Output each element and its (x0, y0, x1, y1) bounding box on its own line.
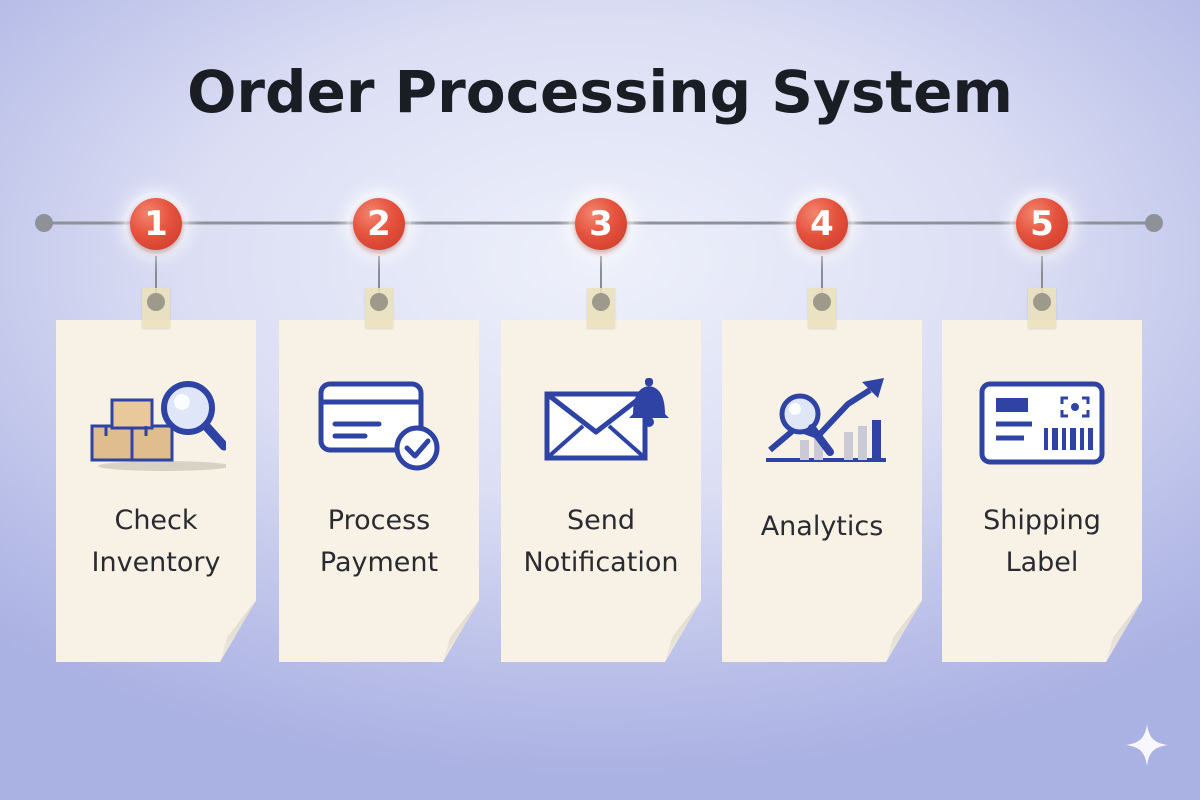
step-number: 1 (130, 198, 182, 250)
step-label-line-2: Inventory (91, 547, 221, 578)
step-label: Shipping Label (942, 500, 1142, 584)
step-card (501, 320, 701, 662)
step-number: 5 (1016, 198, 1068, 250)
step-card (722, 320, 922, 662)
step-number-badge: 4 (790, 192, 854, 256)
step-label: Send Notification (501, 500, 701, 584)
step-number: 2 (353, 198, 405, 250)
pin (592, 293, 610, 311)
step-label-line-1: Process (327, 505, 431, 536)
hanging-string (155, 256, 157, 298)
page-title: Order Processing System (187, 58, 1013, 126)
timeline-end-dot (1145, 214, 1163, 232)
pin (1033, 293, 1051, 311)
step-send-notification: 3 Send Notification (501, 0, 701, 800)
payment-card-check-icon (318, 381, 440, 471)
step-card (279, 320, 479, 662)
step-process-payment: 2 Process Payment (279, 0, 479, 800)
pin (813, 293, 831, 311)
hanging-string (600, 256, 602, 298)
sparkle-icon (1126, 724, 1168, 766)
step-number-badge: 1 (124, 192, 188, 256)
envelope-bell-icon (544, 378, 669, 461)
step-number: 4 (796, 198, 848, 250)
hanging-string (378, 256, 380, 298)
analytics-chart-icon (766, 378, 886, 462)
shipping-label-icon (979, 381, 1105, 465)
step-number-badge: 5 (1010, 192, 1074, 256)
step-card (942, 320, 1142, 662)
step-check-inventory: 1 Check Inventory (56, 0, 256, 800)
step-card (56, 320, 256, 662)
step-label: Process Payment (279, 500, 479, 584)
step-analytics: 4 Analytics (722, 0, 922, 800)
hanging-string (821, 256, 823, 298)
inventory-search-icon (90, 381, 226, 471)
step-label-line-2: Notification (523, 547, 679, 578)
step-label-line-1: Analytics (760, 511, 884, 542)
timeline-start-dot (35, 214, 53, 232)
step-number-badge: 2 (347, 192, 411, 256)
step-label-line-2: Label (1005, 547, 1079, 578)
pin (370, 293, 388, 311)
step-label-line-1: Check (114, 505, 198, 536)
step-label-line-1: Shipping (983, 505, 1101, 536)
step-label: Check Inventory (56, 500, 256, 584)
step-label: Analytics (722, 506, 922, 548)
hanging-string (1041, 256, 1043, 298)
pin (147, 293, 165, 311)
step-shipping-label: 5 Shipping Label (942, 0, 1142, 800)
step-label-line-1: Send (566, 505, 635, 536)
step-number: 3 (575, 198, 627, 250)
step-number-badge: 3 (569, 192, 633, 256)
step-label-line-2: Payment (319, 547, 439, 578)
